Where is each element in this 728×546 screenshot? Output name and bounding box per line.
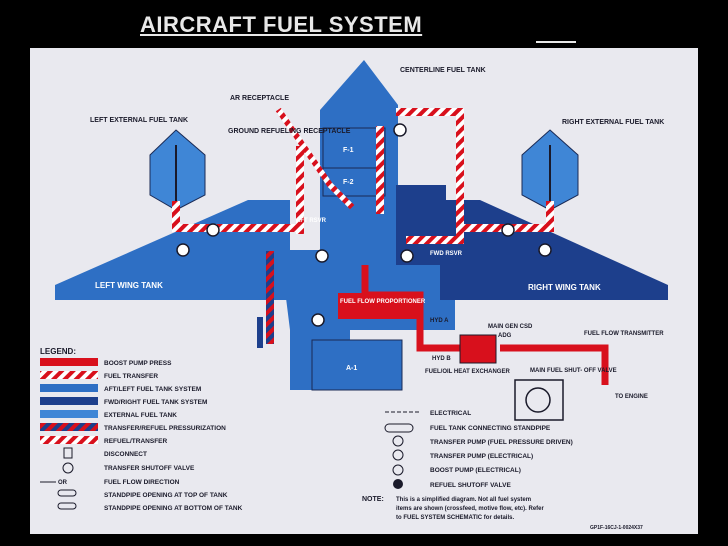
legend-item: EXTERNAL FUEL TANK bbox=[104, 412, 177, 419]
legend-heading: LEGEND: bbox=[40, 347, 76, 356]
right-external-tank bbox=[521, 129, 579, 215]
hyd-a-label: HYD A bbox=[430, 318, 449, 324]
transfer-piping bbox=[172, 107, 554, 348]
legend-pump-fuel-icon bbox=[392, 435, 404, 447]
legend-item: FWD/RIGHT FUEL TANK SYSTEM bbox=[104, 399, 207, 406]
left-wing-label: LEFT WING TANK bbox=[95, 281, 163, 290]
legend-standpipe-bottom-icon bbox=[57, 502, 77, 510]
centerline-label: CENTERLINE FUEL TANK bbox=[400, 67, 486, 74]
ar-receptacle-label: AR RECEPTACLE bbox=[230, 95, 289, 102]
legend-swatch-fwd bbox=[40, 397, 98, 405]
legend-item: FUEL FLOW DIRECTION bbox=[104, 479, 180, 486]
legend: LEGEND: OR BOOST PUMP PRESS FUEL TRANSFE… bbox=[40, 347, 643, 531]
legend-item: FUEL TANK CONNECTING STANDPIPE bbox=[430, 425, 551, 432]
f2-tank bbox=[322, 167, 386, 197]
legend-swatch-external bbox=[40, 410, 98, 418]
legend-item: DISCONNECT bbox=[104, 451, 147, 458]
legend-swatch-aft bbox=[40, 384, 98, 392]
main-gen-label: MAIN GEN CSD bbox=[488, 324, 533, 330]
pump-symbols bbox=[176, 123, 552, 327]
aft-rsvr-label: AFT RSVR bbox=[296, 218, 327, 224]
legend-item: BOOST PUMP (ELECTRICAL) bbox=[430, 467, 521, 474]
left-ext-label: LEFT EXTERNAL FUEL TANK bbox=[90, 117, 188, 124]
legend-swatch-boost bbox=[40, 358, 98, 366]
hyd-b-label: HYD B bbox=[432, 356, 451, 362]
legend-pump-elec-icon bbox=[392, 449, 404, 461]
right-wing-label: RIGHT WING TANK bbox=[528, 283, 601, 292]
shutoff-label: MAIN FUEL SHUT- OFF VALVE bbox=[530, 368, 617, 374]
adg-label: ADG bbox=[498, 333, 512, 339]
page-title: AIRCRAFT FUEL SYSTEM bbox=[140, 12, 423, 37]
title-underline bbox=[536, 41, 576, 43]
a1-tank bbox=[311, 339, 403, 391]
legend-item: REFUEL/TRANSFER bbox=[104, 438, 168, 445]
note-line: to FUEL SYSTEM SCHEMATIC for details. bbox=[396, 515, 514, 521]
legend-item: TRANSFER/REFUEL PRESSURIZATION bbox=[104, 425, 226, 432]
legend-item: ELECTRICAL bbox=[430, 410, 471, 417]
f2-label: F-2 bbox=[343, 179, 354, 186]
legend-item: TRANSFER PUMP (ELECTRICAL) bbox=[430, 453, 533, 460]
heat-exchanger-box bbox=[459, 334, 497, 364]
legend-item: BOOST PUMP PRESS bbox=[104, 360, 172, 367]
legend-item: TRANSFER SHUTOFF VALVE bbox=[104, 465, 195, 472]
note-line: items are shown (crossfeed, motive flow,… bbox=[396, 506, 544, 512]
legend-item: STANDPIPE OPENING AT BOTTOM OF TANK bbox=[104, 505, 243, 512]
legend-item: FUEL TRANSFER bbox=[104, 373, 158, 380]
legend-disconnect-icon bbox=[63, 447, 73, 459]
engine-unit bbox=[514, 379, 564, 421]
legend-valve-icon bbox=[62, 462, 74, 474]
legend-item: TRANSFER PUMP (FUEL PRESSURE DRIVEN) bbox=[430, 439, 573, 446]
legend-swatch-transfer bbox=[40, 371, 98, 379]
legend-or: OR bbox=[58, 480, 68, 486]
legend-standpipe-top-icon bbox=[57, 489, 77, 497]
legend-standpipe-icon bbox=[384, 423, 414, 433]
legend-swatch-pressurization bbox=[40, 423, 98, 431]
fuel-flow-proportioner-box bbox=[338, 293, 418, 319]
legend-boost-icon bbox=[392, 464, 404, 476]
legend-swatch-refuel bbox=[40, 436, 98, 444]
figure-id: GP1F-16CJ-1-0024X37 bbox=[590, 525, 643, 531]
ground-refuel-label: GROUND REFUELING RECEPTACLE bbox=[228, 128, 351, 135]
note-line: This is a simplified diagram. Not all fu… bbox=[396, 497, 531, 503]
a1-label: A-1 bbox=[346, 365, 357, 372]
flow-transmitter-label: FUEL FLOW TRANSMITTER bbox=[584, 331, 664, 337]
f1-label: F-1 bbox=[343, 147, 354, 154]
proportioner-label: FUEL FLOW PROPORTIONER bbox=[340, 299, 426, 305]
heat-exchanger-label: FUEL/OIL HEAT EXCHANGER bbox=[425, 369, 510, 375]
legend-refuel-valve-icon bbox=[393, 479, 403, 489]
legend-item: STANDPIPE OPENING AT TOP OF TANK bbox=[104, 492, 228, 499]
legend-item: AFT/LEFT FUEL TANK SYSTEM bbox=[104, 386, 201, 393]
boost-pump-lines bbox=[361, 265, 609, 385]
fwd-rsvr-label: FWD RSVR bbox=[430, 251, 463, 257]
note-label: NOTE: bbox=[362, 496, 384, 503]
to-engine-label: TO ENGINE bbox=[615, 394, 648, 400]
legend-item: REFUEL SHUTOFF VALVE bbox=[430, 482, 511, 489]
right-ext-label: RIGHT EXTERNAL FUEL TANK bbox=[562, 119, 664, 126]
